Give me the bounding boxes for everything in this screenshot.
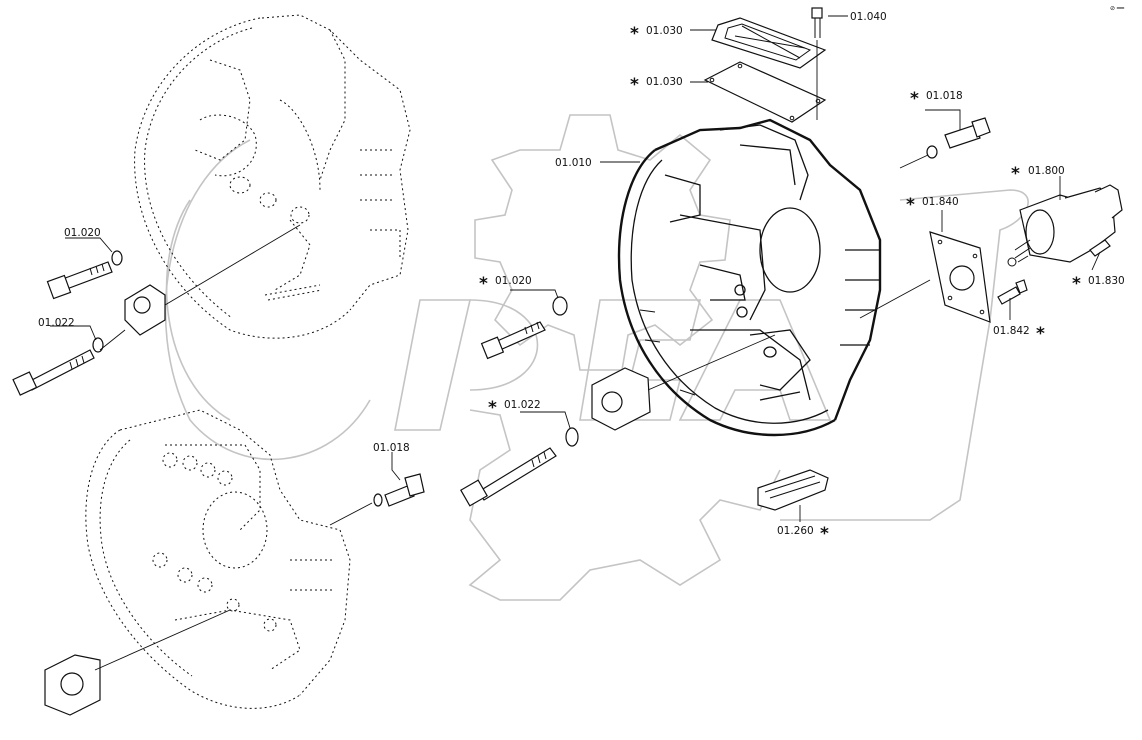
bolt-01020-center xyxy=(480,296,568,360)
label-01022b: 01.022 xyxy=(504,399,541,411)
cover-plate-lower xyxy=(703,61,827,123)
screw-01842 xyxy=(997,279,1028,305)
asterisk-01800: * xyxy=(1011,164,1020,184)
label-01030a: 01.030 xyxy=(646,25,683,37)
screw-01830 xyxy=(1089,239,1111,257)
label-01030b: 01.030 xyxy=(646,76,683,88)
asterisk-01840: * xyxy=(906,195,915,215)
part-01260 xyxy=(757,469,829,511)
bolt-01022-center xyxy=(460,427,579,507)
corner-mark: ⊘ ━━ xyxy=(1110,5,1125,12)
label-01260: 01.260 xyxy=(777,525,814,537)
asterisk-01030a: * xyxy=(630,24,639,44)
label-01830: 01.830 xyxy=(1088,275,1125,287)
label-01020a: 01.020 xyxy=(64,227,101,239)
label-01040: 01.040 xyxy=(850,11,887,23)
label-01800: 01.800 xyxy=(1028,165,1065,177)
asterisk-01020b: * xyxy=(479,274,488,294)
actuator-01800 xyxy=(1007,184,1123,267)
leader-plate-to-housing xyxy=(859,279,931,319)
bracket-left-upper xyxy=(99,224,301,351)
bolt-01020-left xyxy=(46,250,123,300)
bracket-center xyxy=(591,334,776,431)
main-housing xyxy=(617,118,882,437)
bolt-01022-left xyxy=(12,337,104,396)
part-labels: * 01.030 01.040 * 01.030 * 01.018 01.010… xyxy=(38,11,1125,544)
label-01018a: 01.018 xyxy=(926,90,963,102)
asterisk-01830: * xyxy=(1072,274,1081,294)
housing-lower-left xyxy=(85,409,351,709)
bolt-01018-lower xyxy=(329,473,425,526)
bracket-left-lower xyxy=(44,609,231,716)
asterisk-01842: * xyxy=(1036,324,1045,344)
screw-01040 xyxy=(811,7,823,120)
asterisk-01018a: * xyxy=(910,89,919,109)
label-01018b: 01.018 xyxy=(373,442,410,454)
asterisk-01030b: * xyxy=(630,75,639,95)
plate-01840 xyxy=(929,231,991,323)
label-01840: 01.840 xyxy=(922,196,959,208)
label-01842: 01.842 xyxy=(993,325,1030,337)
cover-plate-upper xyxy=(711,17,827,69)
label-01010: 01.010 xyxy=(555,157,592,169)
housing-upper-left xyxy=(134,14,411,339)
leader-lines xyxy=(50,15,1101,522)
bolt-01018-upper xyxy=(899,117,991,169)
asterisk-01260: * xyxy=(820,524,829,544)
label-01022a: 01.022 xyxy=(38,317,75,329)
asterisk-01022b: * xyxy=(488,398,497,418)
label-01020b: 01.020 xyxy=(495,275,532,287)
